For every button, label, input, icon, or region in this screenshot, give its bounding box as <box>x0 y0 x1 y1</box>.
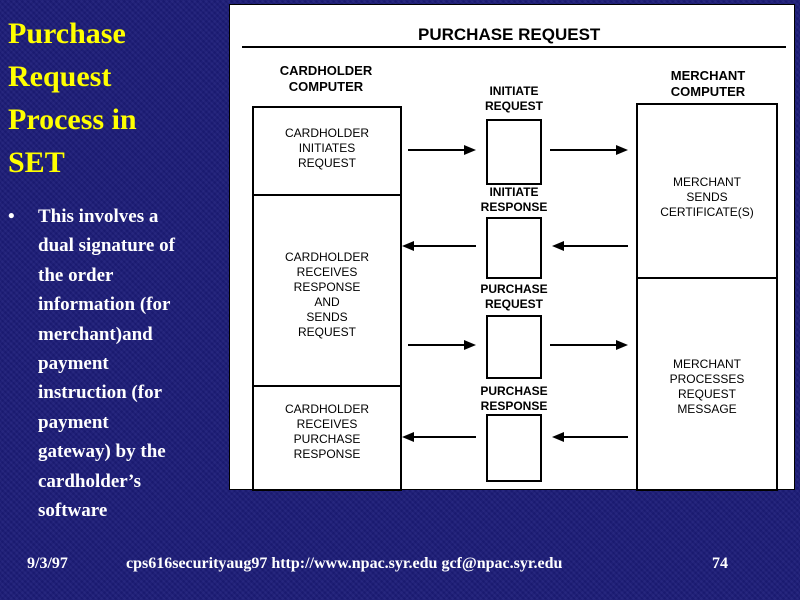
bullet-line: payment <box>38 411 109 433</box>
merchant-processes-request: MERCHANT PROCESSES REQUEST MESSAGE <box>669 357 745 416</box>
merchant-column <box>636 103 778 491</box>
cell-divider <box>252 194 402 196</box>
arrow-right-icon <box>408 340 476 350</box>
bullet-line: instruction (for <box>38 382 163 404</box>
arrow-left-icon <box>552 241 628 251</box>
cardholder-receives-response: CARDHOLDER RECEIVES RESPONSE AND SENDS R… <box>284 250 369 339</box>
slide-title-line: Process in <box>8 103 137 136</box>
footer-page-number: 74 <box>712 555 728 572</box>
bullet-line: merchant)and <box>38 323 153 345</box>
bullet-line: the order <box>38 264 114 286</box>
cardholder-receives-purchase-response: CARDHOLDER RECEIVES PURCHASE RESPONSE <box>284 402 369 461</box>
footer-date: 9/3/97 <box>27 555 68 572</box>
cardholder-column <box>252 106 402 491</box>
merchant-sends-certificates: MERCHANT SENDS CERTIFICATE(S) <box>660 175 754 219</box>
bullet-line: gateway) by the <box>38 441 166 463</box>
initiate-request-label: INITIATE REQUEST <box>484 84 543 113</box>
bullet-line: payment <box>38 353 109 375</box>
initiate-response-box <box>486 217 542 279</box>
slide-title-line: Purchase <box>8 17 126 50</box>
title-rule <box>242 46 786 48</box>
purchase-request-diagram: PURCHASE REQUEST CARDHOLDER COMPUTER MER… <box>229 4 795 491</box>
bullet-line: dual signature of <box>38 235 175 257</box>
cardholder-computer-header: CARDHOLDER COMPUTER <box>279 63 373 94</box>
bullet-line: cardholder’s <box>38 470 142 492</box>
arrow-right-icon <box>550 340 628 350</box>
arrow-right-icon <box>550 145 628 155</box>
arrow-left-icon <box>402 432 476 442</box>
purchase-response-box <box>486 414 542 482</box>
arrow-left-icon <box>402 241 476 251</box>
initiate-request-box <box>486 119 542 185</box>
cell-divider <box>636 277 778 279</box>
bullet-line: information (for <box>38 294 171 316</box>
cardholder-initiates-request: CARDHOLDER INITIATES REQUEST <box>284 126 369 170</box>
bullet-text: This involves a dual signature of the or… <box>38 202 223 525</box>
purchase-request-label: PURCHASE REQUEST <box>480 282 548 311</box>
cell-divider <box>252 385 402 387</box>
arrow-left-icon <box>552 432 628 442</box>
merchant-computer-header: MERCHANT COMPUTER <box>670 68 746 99</box>
slide-title: Purchase Request Process in SET <box>8 12 208 184</box>
initiate-response-label: INITIATE RESPONSE <box>480 185 548 214</box>
slide-title-line: SET <box>8 146 65 179</box>
bullet-marker: • <box>8 206 15 227</box>
bullet-line: This involves a <box>38 206 159 227</box>
purchase-response-label: PURCHASE RESPONSE <box>480 384 548 413</box>
footer-course: cps616securityaug97 http://www.npac.syr.… <box>126 555 563 572</box>
arrow-right-icon <box>408 145 476 155</box>
bullet-line: software <box>38 500 108 522</box>
slide-title-line: Request <box>8 60 112 93</box>
diagram-title: PURCHASE REQUEST <box>418 25 601 44</box>
purchase-request-box <box>486 315 542 379</box>
